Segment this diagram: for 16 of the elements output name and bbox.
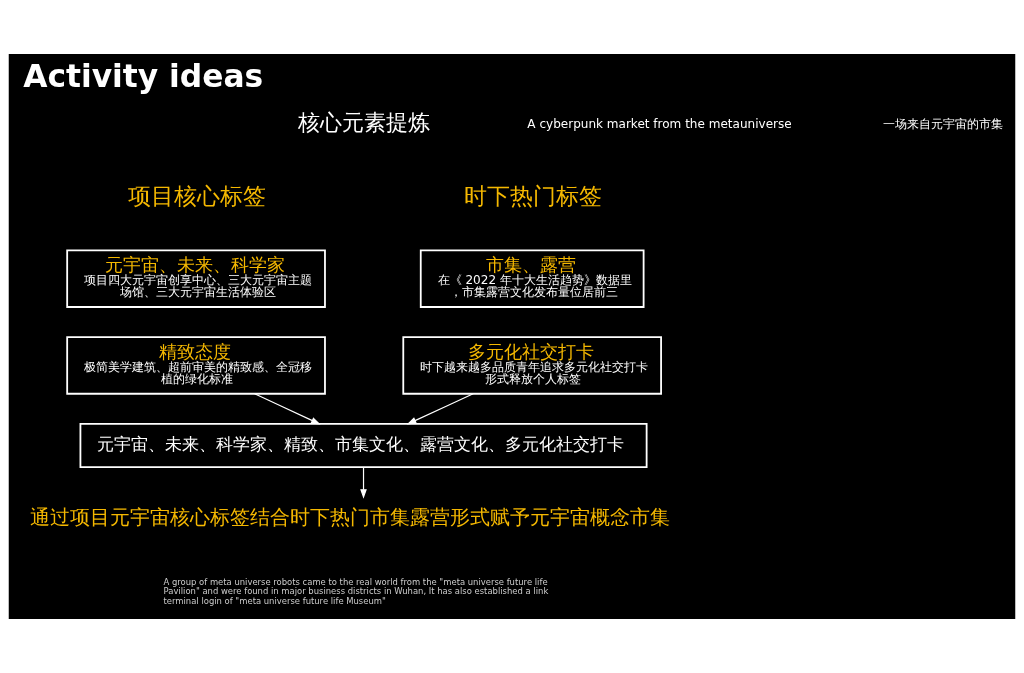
label: A cyberpunk market from the metauniverse bbox=[527, 117, 792, 132]
node-box: 元宇宙、未来、科学家、精致、市集文化、露营文化、多元化社交打卡 bbox=[79, 422, 648, 469]
node-text: 通过项目元宇宙核心标签结合时下热门市集露营形式赋予元宇宙概念市集 bbox=[30, 504, 671, 529]
label: 项目核心标签 bbox=[128, 183, 266, 210]
node-box: 市集、露营 在《 2022 年十大生活趋势》数据里，市集露营文化发布量位居前三 bbox=[419, 249, 645, 308]
diagram-title: Activity ideas bbox=[23, 58, 264, 95]
node-box: 精致态度 极简美学建筑、超前审美的精致感、全冠移植的绿化标准 bbox=[66, 336, 326, 395]
node-box: 多元化社交打卡 时下越来越多品质青年追求多元化社交打卡形式释放个人标签 bbox=[402, 336, 662, 395]
label: 时下热门标签 bbox=[464, 183, 603, 210]
label: 核心元素提炼 bbox=[297, 110, 430, 136]
node-box: 元宇宙、未来、科学家 项目四大元宇宙创享中心、三大元宇宙主题场馆、三大元宇宙生活体验区 bbox=[66, 249, 326, 308]
arrow bbox=[406, 393, 474, 425]
arrow bbox=[254, 393, 321, 425]
label: A group of meta universe robots came to the real world from the "meta universe future life Pavilion" and were found in major business districts in Wuhan, It has also established a link terminal login of "meta universe future life Museum" bbox=[163, 576, 549, 607]
label: 一场来自元宇宙的市集 bbox=[882, 117, 1003, 132]
arrow bbox=[360, 466, 367, 499]
